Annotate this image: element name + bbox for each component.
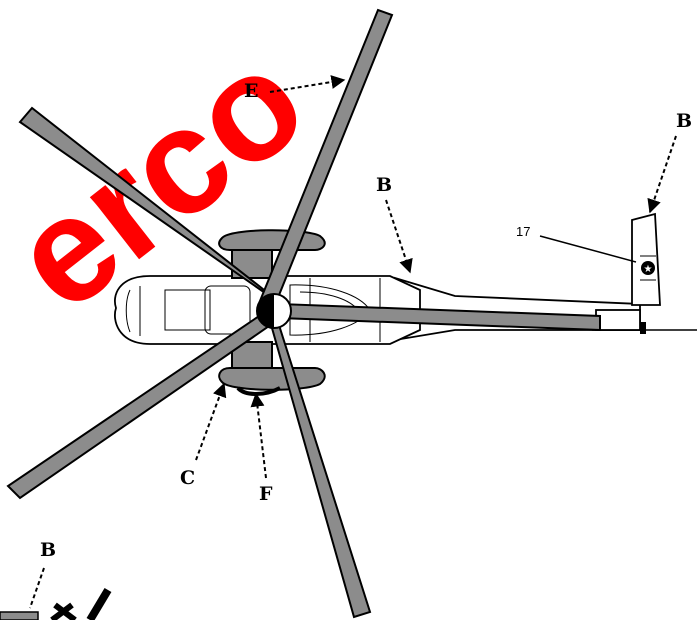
partial-rotor-hub <box>50 602 77 620</box>
leader-b-lower <box>29 567 45 609</box>
callout-b-tail: B <box>676 110 692 132</box>
leader-c <box>195 382 227 461</box>
rotor-blade-lower <box>266 311 372 619</box>
leader-b-tail <box>647 135 677 214</box>
callout-f: F <box>259 483 273 505</box>
svg-text:★: ★ <box>644 264 653 275</box>
part-number-17: 17 <box>516 224 530 239</box>
callout-b-fuselage: B <box>376 174 392 196</box>
tail-fin <box>631 212 661 306</box>
tail-rotor-housing <box>595 309 641 331</box>
callout-c: C <box>180 467 195 489</box>
leader-b-fuselage <box>385 199 413 274</box>
leader-e <box>269 75 346 93</box>
leader-f <box>250 392 267 479</box>
lower-sponson <box>218 367 326 391</box>
partial-blade <box>0 611 39 620</box>
main-rotor <box>6 8 601 619</box>
star-insignia-icon <box>641 261 655 275</box>
upper-sponson <box>218 229 326 251</box>
tail-wheel <box>640 322 646 334</box>
leader-17 <box>539 235 637 263</box>
callout-b-lower: B <box>40 539 56 561</box>
callout-e: E <box>244 80 258 102</box>
